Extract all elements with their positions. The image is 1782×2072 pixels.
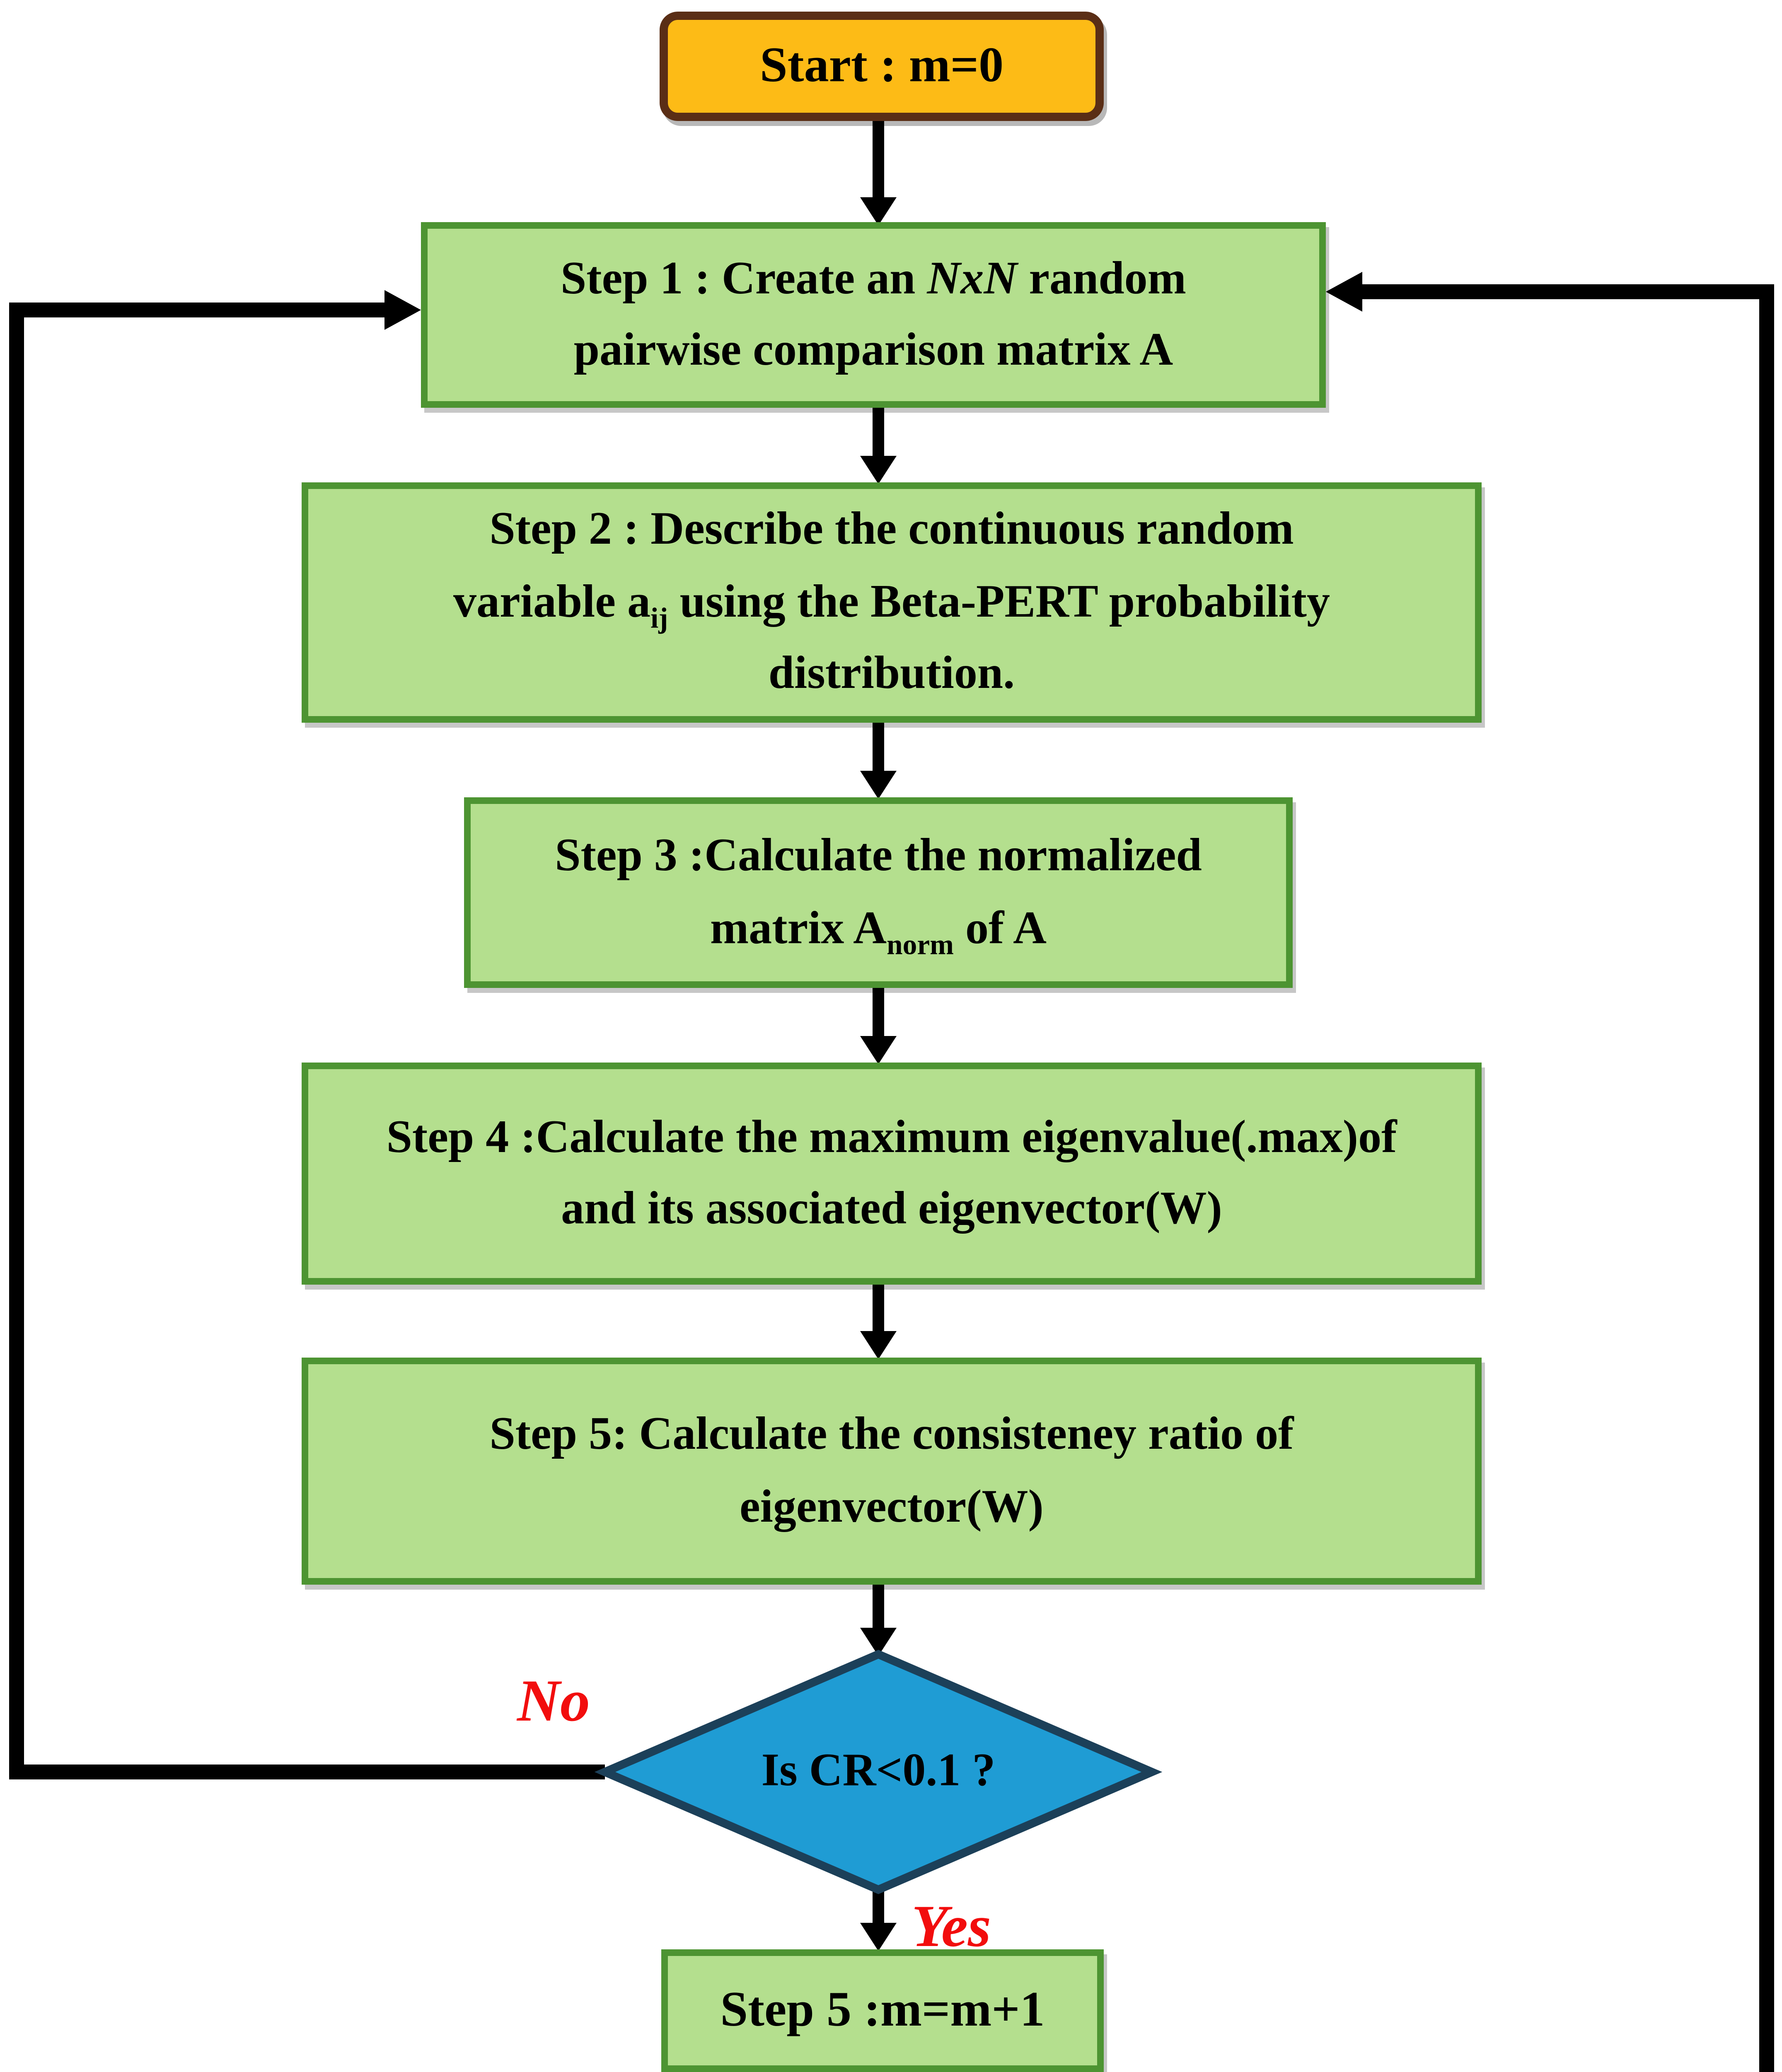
step4-node: Step 4 :Calculate the maximum eigenvalue… [302,1063,1482,1285]
decision1-shape [594,1650,1163,1894]
decision1-label: Is CR<0.1 ? [761,1745,996,1797]
step5-label: Step 5: Calculate the consisteney ratio … [489,1409,1294,1532]
step5-increment-label: Step 5 :m=m+1 [720,1982,1045,2037]
edge-label-no-decision1: No [517,1668,590,1734]
connector-step5-decision1 [860,1585,897,1656]
connector-start-step1 [860,116,897,225]
step5-node: Step 5: Calculate the consisteney ratio … [302,1358,1482,1585]
loop-yes-decision2-to-step1 [1326,272,1774,2072]
connector-decision1-increment-yes [860,1890,897,1951]
edge-label-yes-decision1: Yes [912,1893,991,1959]
start-node: Start : m=0 [660,12,1104,121]
step4-label: Step 4 :Calculate the maximum eigenvalue… [386,1111,1397,1235]
connector-step2-step3 [860,723,897,799]
connector-step4-step5 [860,1285,897,1359]
step5-increment-node: Step 5 :m=m+1 [661,1949,1104,2072]
connector-step1-step2 [860,408,897,484]
loop-no-decision1-to-step1 [9,290,605,1779]
start-label: Start : m=0 [759,38,1004,93]
connector-step3-step4 [860,988,897,1064]
